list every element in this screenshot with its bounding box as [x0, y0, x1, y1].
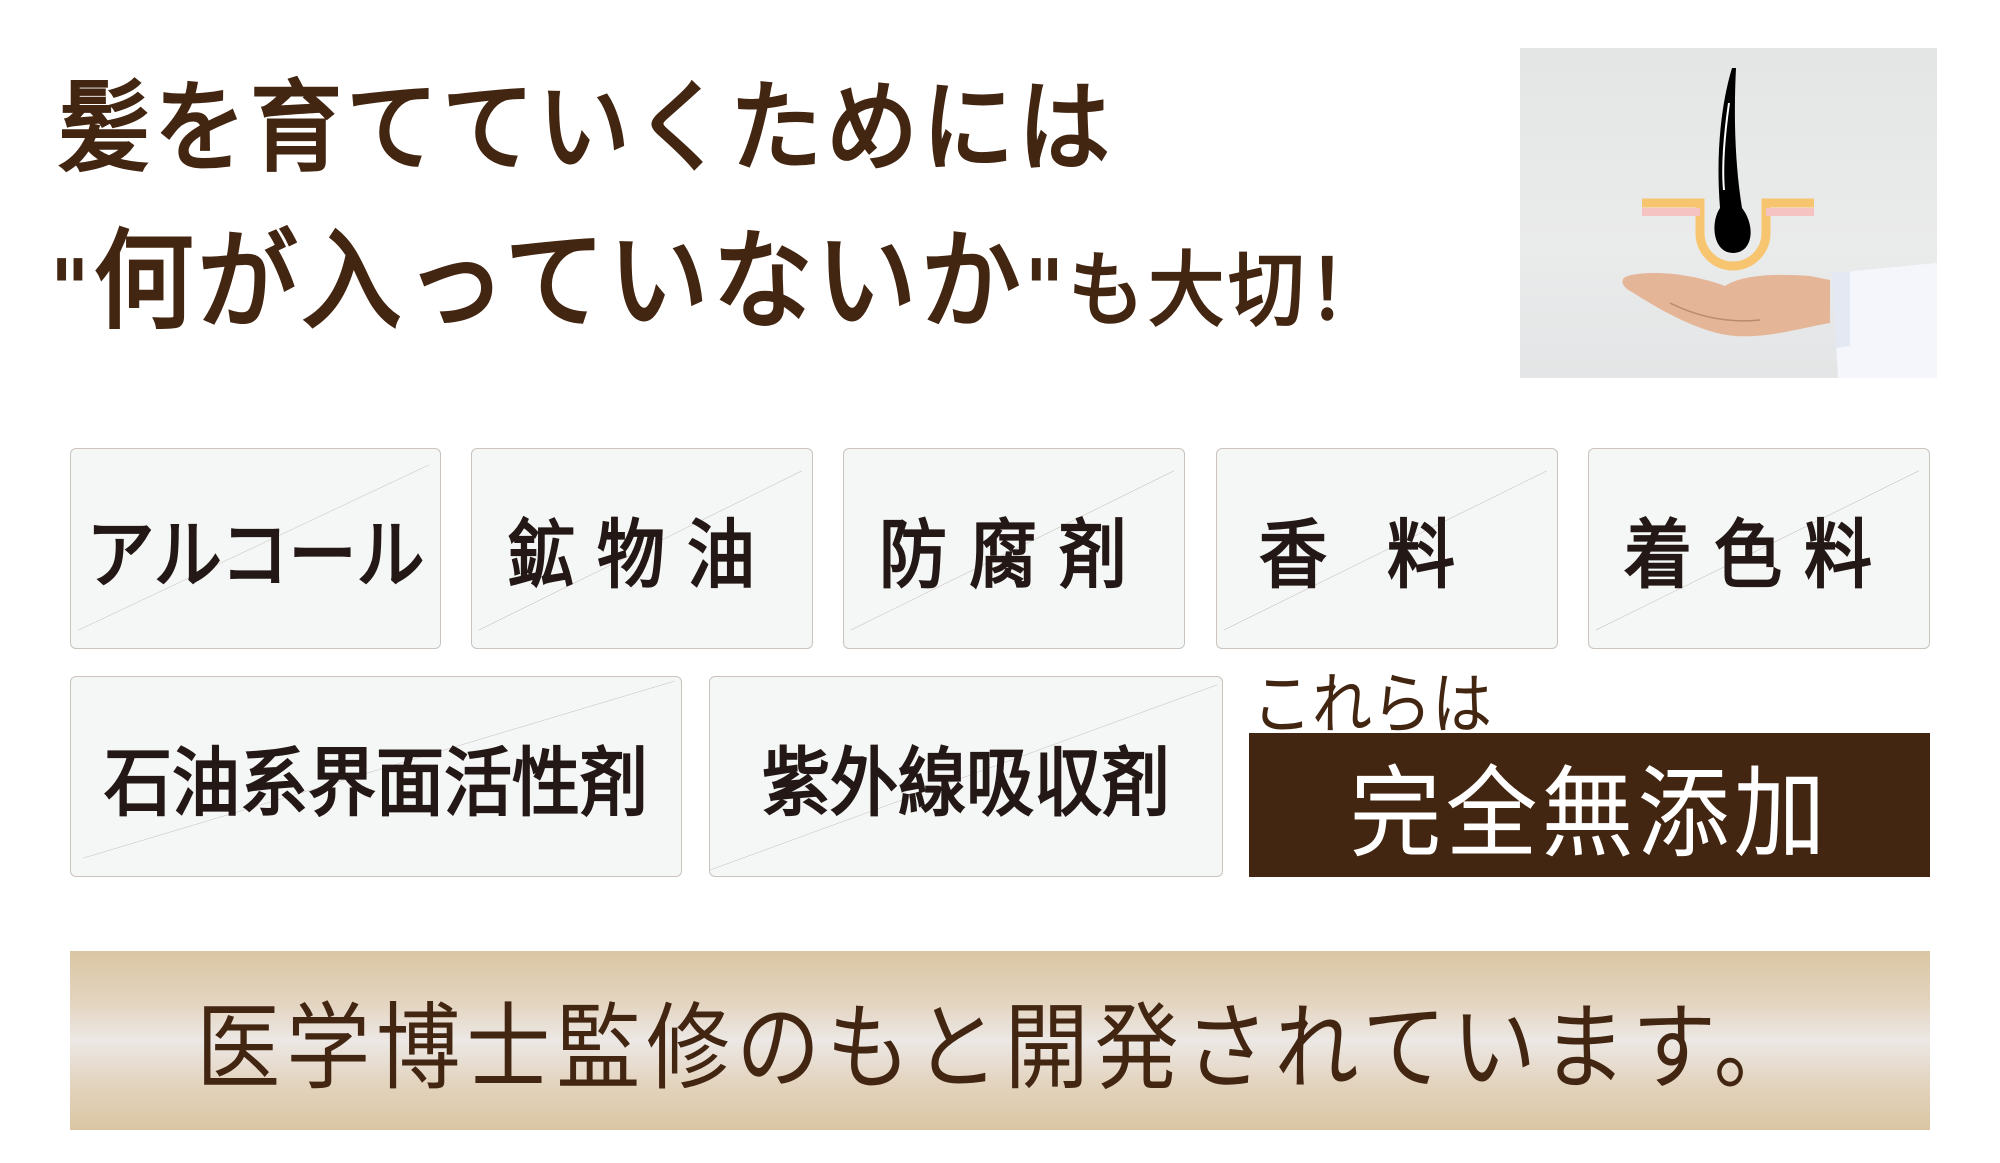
strike-through-line — [1589, 449, 1929, 648]
quote-close: " — [1024, 241, 1069, 338]
free-from-item-mineral-oil: 鉱物油 — [471, 448, 813, 649]
item-label: アルコール — [86, 512, 425, 600]
additive-free-badge: 完全無添加 — [1249, 733, 1930, 877]
item-label: 防腐剤 — [878, 512, 1149, 600]
strike-through-line — [1217, 449, 1557, 648]
these-are-label: これらは — [1252, 665, 1492, 745]
item-label: 鉱物油 — [506, 512, 777, 600]
free-from-item-coloring: 着色料 — [1588, 448, 1930, 649]
item-label: 香料 — [1258, 512, 1515, 600]
quote-open: " — [50, 241, 94, 338]
headline-line-1: 髪を育てていくためには — [58, 69, 1115, 186]
item-label: 紫外線吸収剤 — [761, 740, 1170, 828]
badge-text: 完全無添加 — [1349, 755, 1830, 872]
strike-through-line — [71, 677, 681, 876]
strike-through-line — [844, 449, 1184, 648]
headline-emphasis: 何が入っていないか — [93, 216, 1025, 345]
headline-line-2: "何が入っていないか"も大切！ — [50, 218, 1388, 353]
free-from-item-uv-absorber: 紫外線吸収剤 — [709, 676, 1223, 877]
strike-through-line — [710, 677, 1222, 876]
headline-tail: も大切！ — [1068, 241, 1389, 338]
strike-through-line — [71, 449, 440, 648]
free-from-item-preservatives: 防腐剤 — [843, 448, 1185, 649]
hair-follicle-on-hand-icon — [1622, 68, 1937, 378]
free-from-item-alcohol: アルコール — [70, 448, 441, 649]
strike-through-line — [472, 449, 812, 648]
banner-text: 医学博士監修のもと開発されています。 — [196, 992, 1804, 1103]
hero-image — [1520, 48, 1937, 378]
doctor-supervised-banner: 医学博士監修のもと開発されています。 — [70, 951, 1930, 1130]
free-from-item-fragrance: 香料 — [1216, 448, 1558, 649]
item-label: 着色料 — [1623, 512, 1894, 600]
item-label: 石油系界面活性剤 — [103, 740, 648, 828]
free-from-item-petroleum-surfactant: 石油系界面活性剤 — [70, 676, 682, 877]
